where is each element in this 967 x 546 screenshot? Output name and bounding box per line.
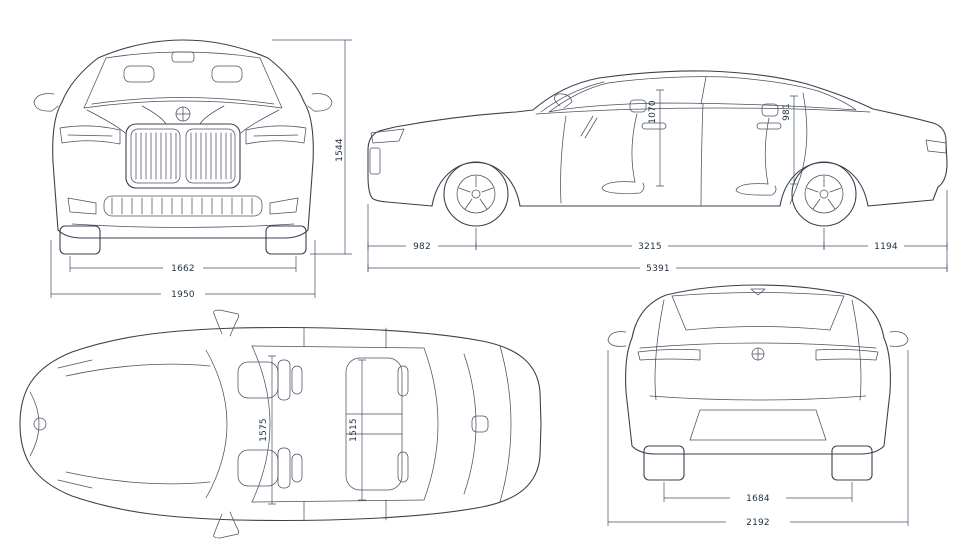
left-mirror xyxy=(33,93,59,112)
rear-track-label: 1684 xyxy=(746,494,770,504)
front-height-label: 1544 xyxy=(335,138,345,162)
rear-bumper-details xyxy=(649,299,867,441)
side-headlight xyxy=(370,128,405,144)
kidney-grille xyxy=(125,123,241,189)
rear-width-label: 2192 xyxy=(746,518,770,528)
front-interior-width-label: 1575 xyxy=(259,418,269,442)
wheelbase-label: 3215 xyxy=(638,242,662,252)
third-brake-light xyxy=(750,288,766,296)
side-view-drawing: 1070 981 982 3215 1194 5391 xyxy=(367,70,948,274)
top-left-mirror xyxy=(213,309,240,337)
front-track-dimension: 1662 xyxy=(69,256,297,274)
rear-left-mirror xyxy=(607,331,627,347)
rear-window xyxy=(671,292,845,331)
hood-creases xyxy=(86,105,280,134)
b-pillar xyxy=(700,76,707,105)
front-left-wheel xyxy=(59,225,101,255)
lower-intake xyxy=(67,195,299,228)
side-windshield-line xyxy=(540,81,605,113)
front-width-label: 1950 xyxy=(171,290,195,300)
taillights xyxy=(637,348,879,361)
rear-track-dimension: 1684 xyxy=(663,482,853,504)
front-right-wheel xyxy=(265,225,307,255)
rear-view-drawing: 1684 2192 xyxy=(607,284,909,528)
rear-width-dimension: 2192 xyxy=(607,350,909,528)
rear-interior-width-dimension: 1515 xyxy=(349,359,366,501)
trunk-shoulder-line xyxy=(639,342,877,349)
front-view-drawing: 1544 1662 1950 xyxy=(33,39,352,300)
rear-overhang-label: 1194 xyxy=(874,242,898,252)
rear-left-wheel xyxy=(643,445,685,481)
top-greenhouse xyxy=(205,345,512,503)
side-body-outline xyxy=(367,70,948,207)
right-mirror xyxy=(307,93,333,112)
headlights xyxy=(59,125,307,145)
bmw-roundel-icon xyxy=(175,106,191,122)
top-nose-details xyxy=(29,359,211,489)
rear-wheel xyxy=(791,161,857,227)
front-body-outline xyxy=(52,39,314,239)
door-seams xyxy=(560,92,808,206)
front-wheel xyxy=(443,161,509,227)
front-headroom-label: 1070 xyxy=(648,100,658,124)
overall-length-label: 5391 xyxy=(646,264,670,274)
rear-headroom-label: 981 xyxy=(782,103,792,121)
front-right-headrest xyxy=(211,65,243,83)
front-track-label: 1662 xyxy=(171,264,195,274)
rear-interior-width-label: 1515 xyxy=(349,418,359,442)
side-grille xyxy=(369,147,381,175)
front-height-dimension: 1544 xyxy=(272,39,352,255)
front-windshield xyxy=(83,51,283,109)
rear-right-mirror xyxy=(889,331,909,347)
rear-body-outline xyxy=(625,284,891,455)
side-length-dimensions: 982 3215 1194 5391 xyxy=(367,190,948,274)
beltline xyxy=(535,107,871,115)
interior-front-seat xyxy=(580,99,647,194)
side-taillight xyxy=(925,139,947,154)
rear-right-wheel xyxy=(831,445,873,481)
front-cowl-line xyxy=(91,97,275,105)
bmw-roundel-rear-icon xyxy=(751,347,765,361)
top-door-seams xyxy=(303,327,387,521)
top-view-drawing: 1575 1515 xyxy=(19,309,542,539)
rear-door-handle xyxy=(756,122,782,130)
shark-fin-antenna xyxy=(471,415,489,433)
front-overhang-label: 982 xyxy=(413,242,431,252)
top-front-seats xyxy=(237,359,303,489)
front-width-dimension: 1950 xyxy=(50,240,316,300)
interior-rear-seat xyxy=(735,103,779,196)
top-body-outline xyxy=(19,326,542,522)
rear-headroom-dimension: 981 xyxy=(782,95,798,185)
front-left-headrest xyxy=(123,65,155,83)
top-rear-bench xyxy=(345,357,409,491)
front-door-handle xyxy=(641,122,667,130)
top-right-mirror xyxy=(213,511,240,539)
front-interior-width-dimension: 1575 xyxy=(259,355,276,505)
bmw-roundel-top-icon xyxy=(33,417,47,431)
front-headroom-dimension: 1070 xyxy=(648,89,664,187)
side-mirror xyxy=(554,93,573,109)
rearview-mirror-icon xyxy=(171,51,195,63)
